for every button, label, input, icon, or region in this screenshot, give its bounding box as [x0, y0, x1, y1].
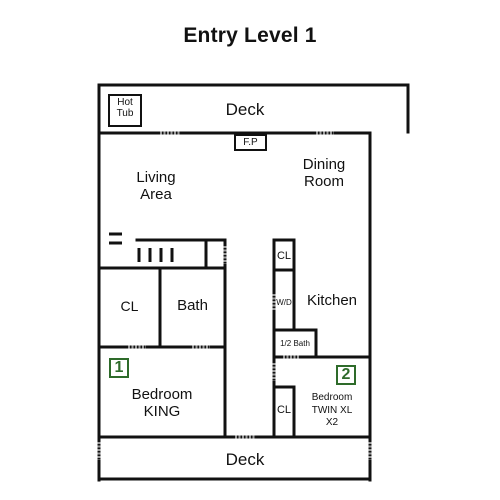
half-bath-label: 1/2 Bath: [280, 339, 310, 348]
bath-label: Bath: [177, 297, 208, 314]
living-area-label: Living Area: [136, 169, 176, 204]
bedroom-king-label: Bedroom KING: [131, 386, 193, 421]
fireplace-label: F.P: [243, 137, 258, 148]
deck-top-label: Deck: [225, 100, 265, 119]
page-title: Entry Level 1: [183, 24, 317, 47]
closet-bed2-label: CL: [276, 404, 292, 416]
bedroom-twin-label: Bedroom TWIN XL X2: [311, 392, 353, 428]
dining-room-label: Dining Room: [302, 156, 346, 191]
closet-kitchen-label: CL: [276, 250, 292, 262]
bedroom-1-badge: 1: [109, 358, 129, 378]
washer-dryer-label: W/D: [276, 298, 292, 307]
deck-bottom-label: Deck: [225, 450, 265, 469]
closet-left-label: CL: [120, 298, 139, 314]
hot-tub: [108, 94, 142, 127]
bedroom-2-badge: 2: [336, 365, 356, 385]
fireplace: [234, 134, 267, 151]
hot-tub-label: Hot Tub: [116, 97, 134, 119]
kitchen-label: Kitchen: [306, 292, 358, 309]
